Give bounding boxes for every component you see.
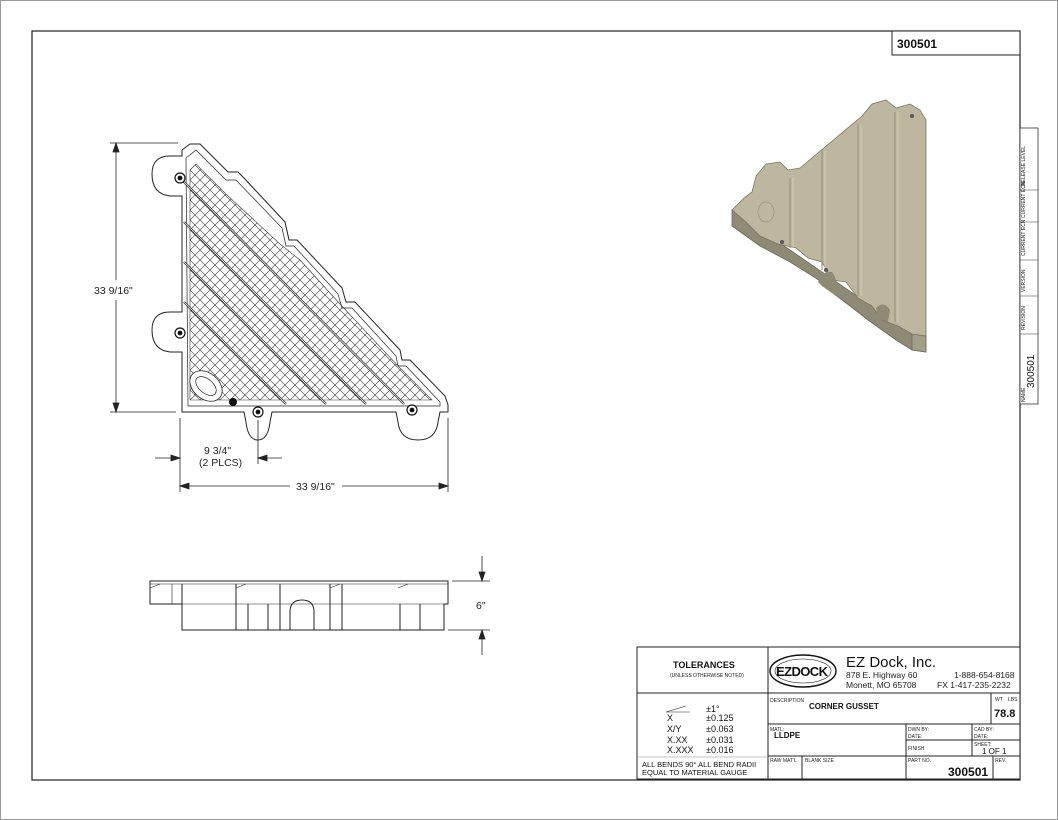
rev-tab-current-ecn-2: CURRENT ECN [1021,219,1027,256]
tol-value-2: ±0.063 [706,724,733,734]
logo-text: EZDOCK [776,664,829,679]
drawing-number-box: 300501 [891,30,1021,56]
raw-matl-label: RAW MAT'L [770,758,797,764]
wt-label: WT [995,697,1003,703]
company-address-1: 878 E. Highway 60 [846,670,918,680]
isometric-render [731,99,927,353]
rev-tab-version: VERSION [1021,269,1027,292]
tol-label-3: X.XX [667,735,688,745]
matl-label: MATL: [770,727,784,733]
date-label-2: DATE: [974,734,988,740]
dim-spacing: 9 3/4" [204,445,231,457]
blank-size-label: BLANK SIZE [805,758,835,764]
description-label: DESCRIPTION [770,698,805,704]
sheet-label: SHEET: [974,742,992,748]
company-logo: EZDOCK [769,654,837,688]
bends-note-1: ALL BENDS 90° ALL BEND RADII [642,760,756,769]
description-value: CORNER GUSSET [809,702,879,711]
part-no-label: PART NO. [908,758,931,764]
top-view-dimensions [110,141,450,492]
side-name-label: NAME [1021,387,1027,402]
side-name-value: 300501 [1026,354,1037,388]
top-view [151,143,449,441]
part-no-value: 300501 [948,765,988,779]
rev-label: REV. [995,758,1006,764]
bends-note-2: EQUAL TO MATERIAL GAUGE [642,768,747,777]
tolerances-heading: TOLERANCES [673,660,735,670]
tolerance-table: ±1° X ±0.125 X/Y ±0.063 X.XX ±0.031 X.XX… [665,704,733,755]
company-address-2: Monett, MO 65708 [846,680,917,690]
cad-by-label: CAD BY: [974,727,994,733]
tol-value-0: ±1° [706,704,720,714]
rev-tab-revision: REVISION [1021,306,1027,330]
company-name: EZ Dock, Inc. [846,654,936,671]
weight-value: 78.8 [994,708,1015,720]
finish-label: FINISH [908,746,925,752]
tol-label-1: X [667,713,673,723]
tol-label-2: X/Y [667,724,682,734]
tol-value-3: ±0.031 [706,735,733,745]
date-label-1: DATE: [908,734,922,740]
deck-hatch [189,163,433,401]
render-top-face [731,99,927,337]
dim-thickness: 6" [476,600,486,612]
company-fax: FX 1-417-235-2232 [937,680,1011,690]
dim-width: 33 9/16" [296,481,335,493]
tol-value-4: ±0.016 [706,745,733,755]
dwn-by-label: DWN BY: [908,727,929,733]
rev-tab-current-ecn-1: CURRENT ECN [1021,181,1027,218]
company-phone: 1-888-654-8168 [954,670,1015,680]
revision-strip: RELEASE LEVEL CURRENT ECN CURRENT ECN VE… [1019,127,1039,405]
drawing-number: 300501 [897,37,937,51]
dim-height: 33 9/16" [94,285,133,297]
side-view [149,580,449,631]
top-view-outline [151,143,449,441]
drawing-frame [31,30,1021,781]
dim-spacing-note: (2 PLCS) [199,457,242,469]
side-view-dimension [448,556,490,655]
matl-value: LLDPE [774,731,801,740]
lbs-label: LBS [1008,697,1018,703]
sheet-value: 1 OF 1 [982,747,1007,756]
rev-tab-release-level: RELEASE LEVEL [1021,146,1027,186]
tol-value-1: ±0.125 [706,713,733,723]
tolerances-subheading: (UNLESS OTHERWISE NOTED) [670,673,744,679]
bolt-holes [174,172,418,418]
side-view-outline [149,580,449,631]
tol-label-4: X.XXX [667,745,694,755]
